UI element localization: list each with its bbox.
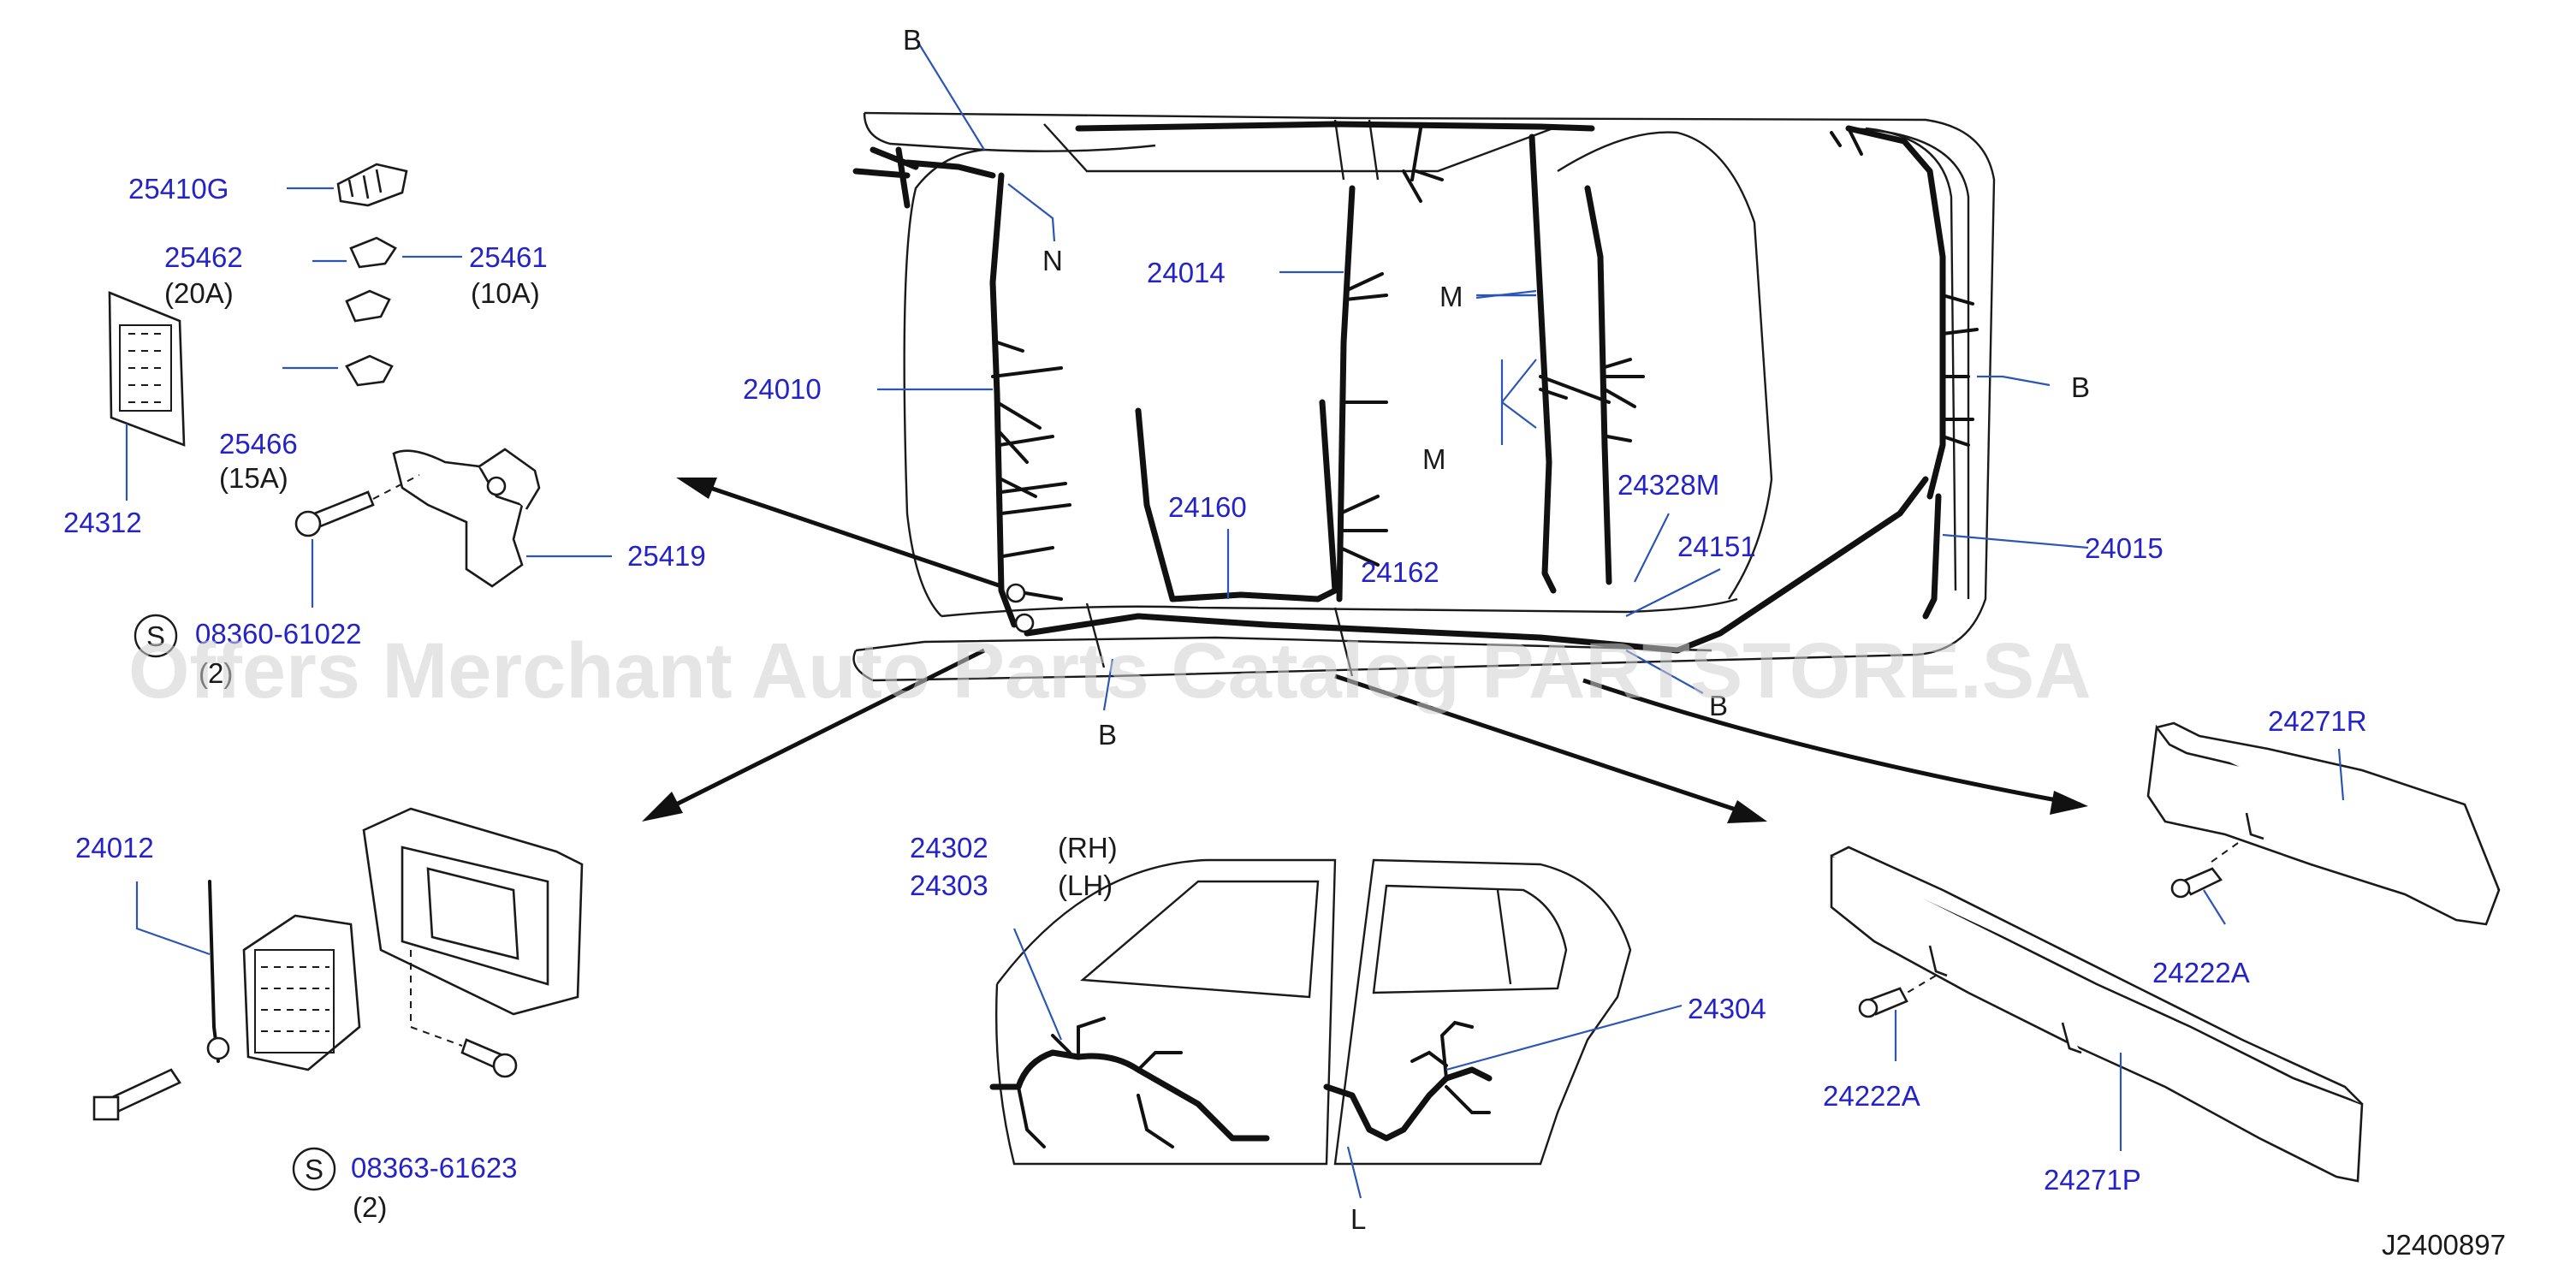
label-24222A-lower: 24222A xyxy=(1823,1080,1920,1112)
letter-b-bottom: B xyxy=(1098,719,1117,751)
label-bolt-08363-qty: (2) xyxy=(353,1191,387,1223)
harness-24160 xyxy=(1024,399,1929,654)
letter-n: N xyxy=(1042,245,1063,276)
fuse-25461 xyxy=(349,236,397,269)
fuse-box-24012 xyxy=(92,807,584,1121)
letter-m-lower: M xyxy=(1422,443,1446,475)
relay-cover-24312 xyxy=(108,291,186,447)
harness-24015 xyxy=(1830,125,1979,620)
label-25419: 25419 xyxy=(627,540,706,572)
fuse-25462 xyxy=(345,289,391,323)
label-24222A-upper: 24222A xyxy=(2152,957,2250,988)
doors-harness xyxy=(989,858,1632,1166)
symbol-s-upper: S xyxy=(146,620,165,652)
label-bolt-08360: 08360-61022 xyxy=(195,618,362,650)
letter-m-upper: M xyxy=(1439,281,1463,312)
fuse-holder-25410G xyxy=(336,163,408,207)
label-bolt-08363: 08363-61623 xyxy=(351,1152,518,1184)
label-24160: 24160 xyxy=(1168,491,1247,523)
arrows xyxy=(642,478,2088,823)
harness-24010 xyxy=(852,146,1071,633)
letter-b-right: B xyxy=(2071,371,2090,403)
fuse-25466 xyxy=(345,354,394,387)
harness-24014 xyxy=(1075,121,1595,602)
label-24010: 24010 xyxy=(743,373,822,405)
bolt-08360 xyxy=(294,474,420,537)
label-25461-rating: (10A) xyxy=(471,277,540,309)
watermark: Offers Merchant Auto Parts Catalog PARTS… xyxy=(128,627,2092,715)
label-24151: 24151 xyxy=(1677,531,1756,562)
protector-24271R xyxy=(2146,721,2501,926)
part-number-labels: 25410G 25462 (20A) 25461 (10A) 25466 (15… xyxy=(63,173,2367,1223)
label-24302-side: (RH) xyxy=(1058,832,1118,863)
label-24162: 24162 xyxy=(1361,556,1439,588)
car-body-outline xyxy=(852,111,1996,682)
diagram-id: J2400897 xyxy=(2382,1229,2506,1261)
leader-lines xyxy=(125,38,2345,1199)
label-25466: 25466 xyxy=(219,428,298,460)
label-24014: 24014 xyxy=(1147,257,1226,288)
label-24015: 24015 xyxy=(2085,532,2163,564)
label-25462: 25462 xyxy=(164,241,243,273)
label-24271P: 24271P xyxy=(2044,1164,2141,1196)
harness-24162 xyxy=(1528,134,1645,594)
letter-b-top: B xyxy=(903,24,922,56)
label-24302: 24302 xyxy=(910,832,988,863)
label-24328M: 24328M xyxy=(1617,469,1719,501)
label-24012: 24012 xyxy=(75,832,154,863)
letter-l: L xyxy=(1350,1203,1366,1235)
reference-letters: B N M M B B B L S S xyxy=(134,24,2090,1235)
label-24304: 24304 xyxy=(1688,993,1766,1024)
label-25461: 25461 xyxy=(469,241,548,273)
symbol-s-lower: S xyxy=(305,1154,323,1185)
letter-b-center: B xyxy=(1709,690,1728,721)
label-24271R: 24271R xyxy=(2268,705,2367,737)
label-bolt-08360-qty: (2) xyxy=(199,657,233,689)
label-25410G: 25410G xyxy=(128,173,229,205)
protector-24271P xyxy=(1830,846,2364,1183)
label-25462-rating: (20A) xyxy=(164,277,234,309)
label-24312: 24312 xyxy=(63,507,142,538)
label-24303-side: (LH) xyxy=(1058,869,1113,901)
label-24303: 24303 xyxy=(910,869,988,901)
bracket-25419 xyxy=(392,448,541,588)
label-25466-rating: (15A) xyxy=(219,462,288,494)
